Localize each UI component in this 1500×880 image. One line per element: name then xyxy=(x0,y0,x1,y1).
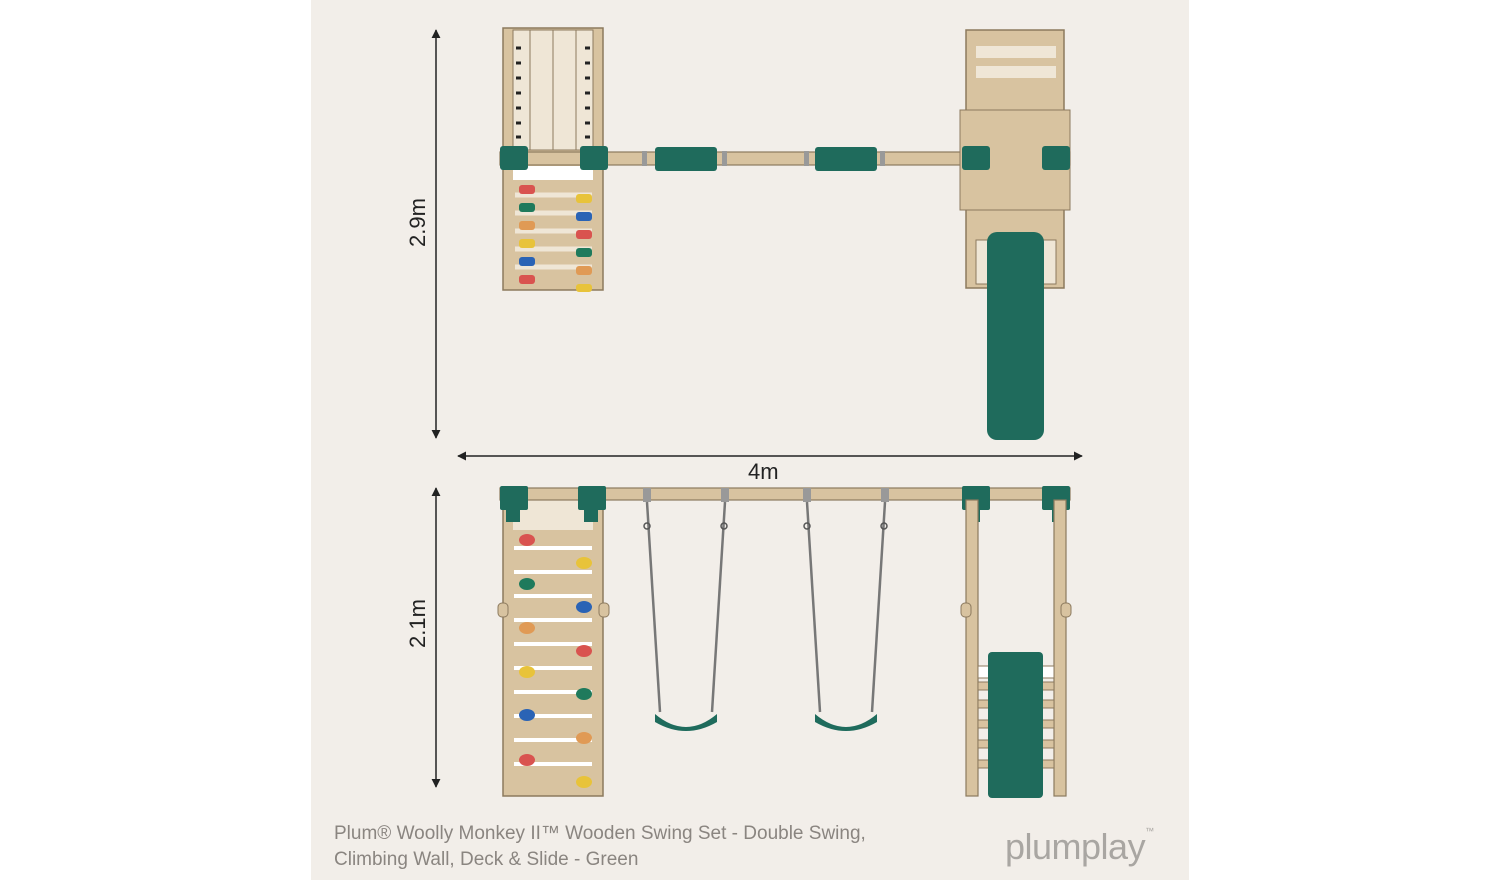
logo-trademark: ™ xyxy=(1145,826,1154,836)
swing-1 xyxy=(643,488,729,731)
top-view xyxy=(499,27,1071,440)
caption-line-2: Climbing Wall, Deck & Slide - Green xyxy=(334,849,639,870)
front-view xyxy=(497,486,1072,798)
plumplay-logo: plumplay™ xyxy=(1005,826,1154,868)
swing-2 xyxy=(803,488,889,731)
top-height-label: 2.9m xyxy=(405,198,430,247)
deck-tower-front xyxy=(965,499,979,797)
slide-top-view xyxy=(987,232,1044,440)
product-caption: Plum® Woolly Monkey II™ Wooden Swing Set… xyxy=(334,821,866,873)
logo-text: plumplay xyxy=(1005,826,1146,867)
slide-front xyxy=(988,652,1043,798)
front-height-label: 2.1m xyxy=(405,599,430,648)
width-label: 4m xyxy=(748,459,779,484)
caption-line-1: Plum® Woolly Monkey II™ Wooden Swing Set… xyxy=(334,823,866,844)
